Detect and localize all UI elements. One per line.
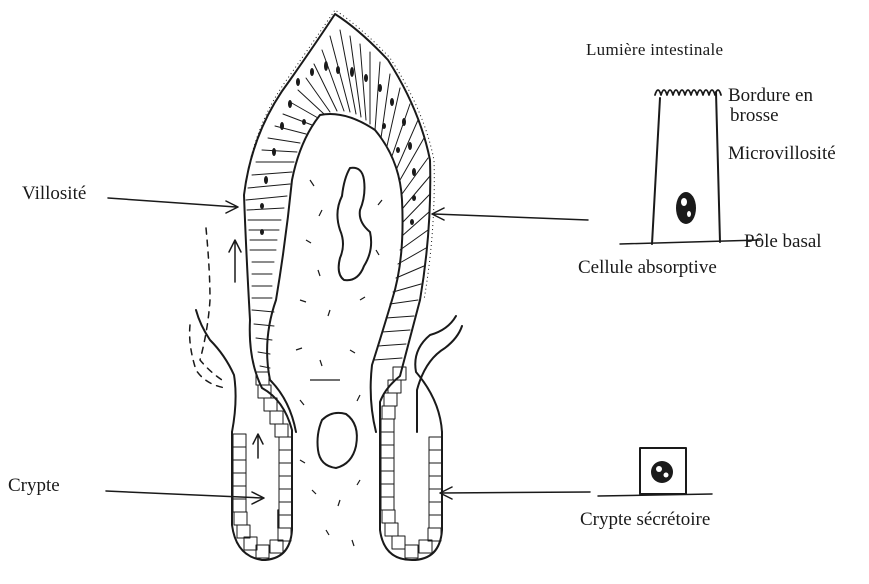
microvilli-brush-border [655, 90, 721, 95]
villus-brush-border [244, 10, 434, 300]
absorptive-cell-base-line [620, 240, 760, 244]
central-lacteal [337, 168, 371, 280]
label-microvillosite: Microvillosité [728, 144, 836, 164]
up-arrow-villus [229, 240, 241, 282]
up-arrow-crypt [253, 434, 263, 458]
label-pole-basal: Pôle basal [744, 232, 822, 252]
label-lumiere-intestinale: Lumière intestinale [586, 40, 723, 60]
arrow-villosite [108, 198, 238, 213]
label-crypte: Crypte [8, 476, 60, 496]
label-bordure-en-brosse-2: brosse [730, 106, 779, 126]
label-villosite: Villosité [22, 184, 86, 204]
lamina-propria-specks [296, 180, 382, 546]
absorptive-cell-nucleus [676, 192, 696, 224]
label-crypte-secretoire: Crypte sécrétoire [580, 510, 710, 530]
lower-vessel [318, 413, 357, 468]
crypt-left-wall [196, 310, 236, 432]
label-cellule-absorptive: Cellule absorptive [578, 258, 717, 278]
arrow-absorptive-cell [432, 208, 588, 220]
secretory-cell-base-line [598, 494, 712, 496]
arrow-crypte [106, 491, 264, 504]
secretory-cell-nucleus [651, 461, 673, 483]
crypt-cells-left [233, 372, 292, 558]
arrow-crypte-secretoire [440, 487, 590, 499]
label-bordure-en-brosse-1: Bordure en [728, 86, 813, 106]
migration-path-dashed [200, 228, 222, 380]
crypt-right-wall [415, 316, 456, 432]
